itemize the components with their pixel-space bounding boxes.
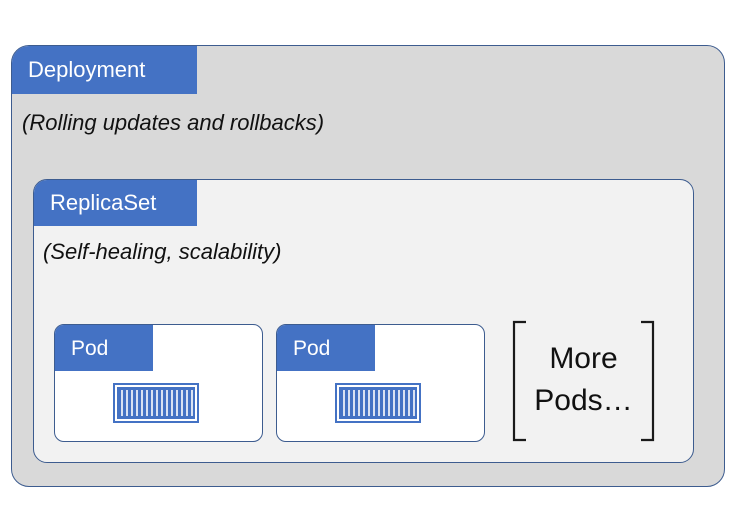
pod-box: Pod [54, 324, 263, 442]
container-icon [113, 383, 199, 423]
more-pods-line2: Pods… [534, 384, 633, 417]
more-pods-label: More Pods… [512, 338, 655, 422]
bracket-icon [512, 320, 655, 442]
container-icon [335, 383, 421, 423]
deployment-label: Deployment [12, 46, 197, 94]
replicaset-description: (Self-healing, scalability) [43, 239, 282, 264]
replicaset-label: ReplicaSet [34, 180, 197, 226]
pod-label: Pod [55, 325, 153, 371]
deployment-description: (Rolling updates and rollbacks) [22, 110, 325, 135]
pod-label: Pod [277, 325, 375, 371]
pod-box: Pod [276, 324, 485, 442]
replicaset-box: ReplicaSet (Self-healing, scalability) P… [33, 179, 694, 463]
more-pods: More Pods… [512, 320, 655, 442]
more-pods-line1: More [549, 342, 618, 375]
deployment-box: Deployment (Rolling updates and rollback… [11, 45, 725, 487]
